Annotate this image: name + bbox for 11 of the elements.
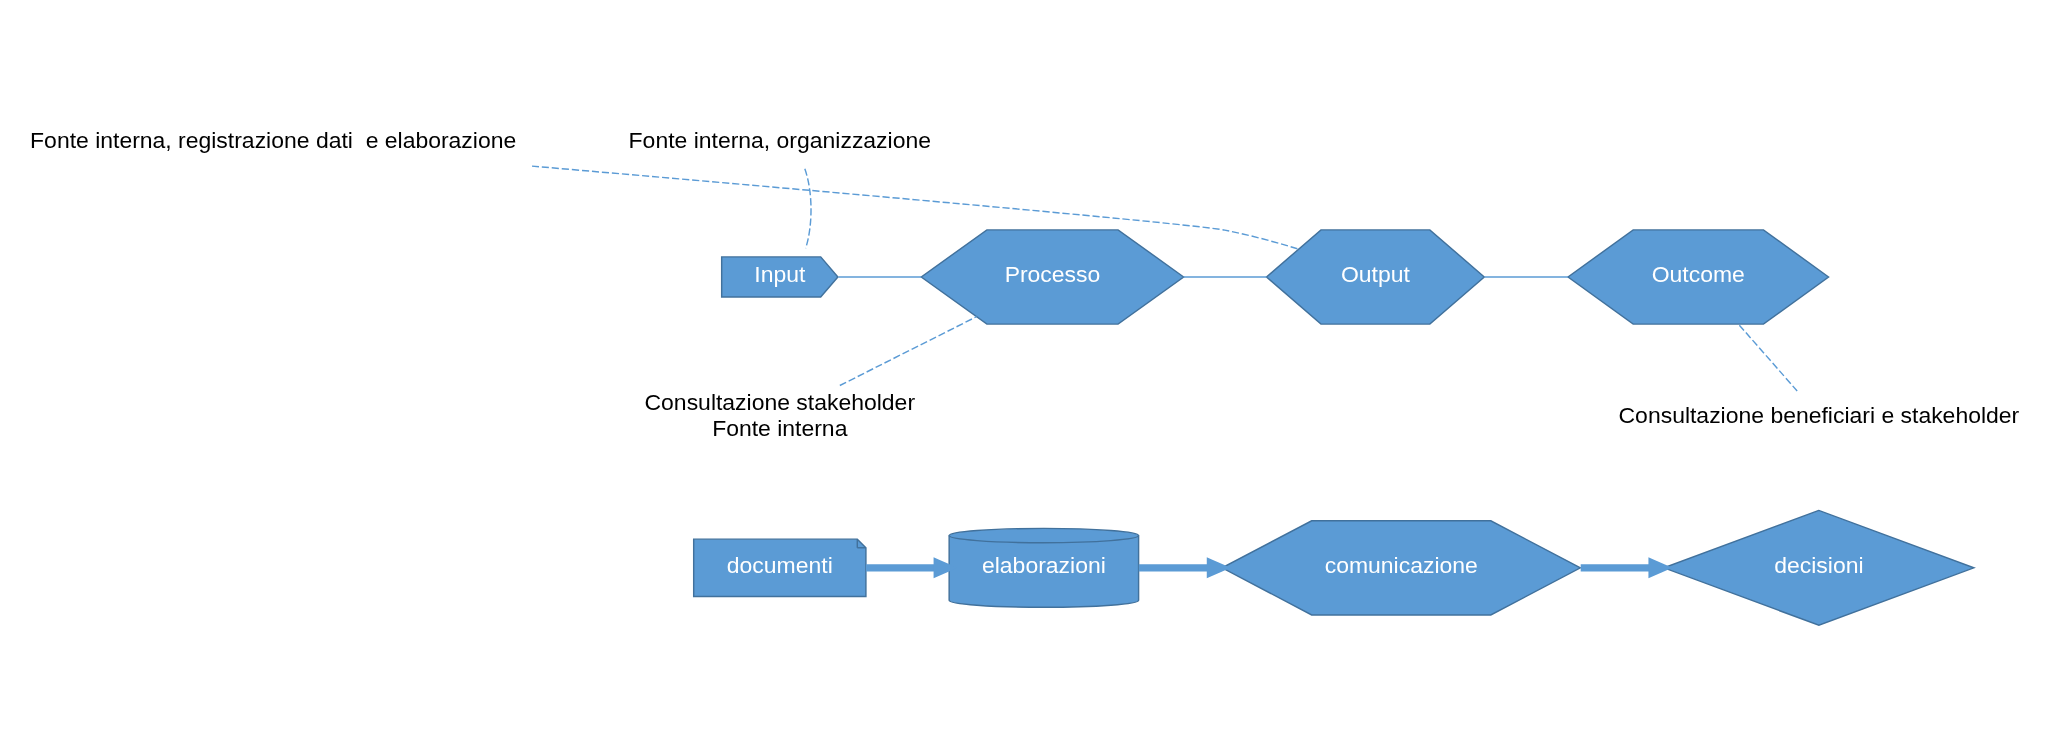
node-text: Fonte interna, organizzazione xyxy=(628,126,931,153)
arrow xyxy=(1580,556,1673,578)
node-text: Consultazione stakeholder Fonte interna xyxy=(644,388,916,441)
connector xyxy=(839,315,978,386)
node-text: Consultazione beneficiari e stakeholder xyxy=(1618,401,2020,428)
connector xyxy=(1182,275,1268,278)
connector xyxy=(837,275,922,278)
node-text: Fonte interna, registrazione dati e elaborazione xyxy=(30,126,517,153)
connector xyxy=(1737,322,1798,392)
connector xyxy=(531,164,1300,250)
connector xyxy=(1483,275,1569,278)
